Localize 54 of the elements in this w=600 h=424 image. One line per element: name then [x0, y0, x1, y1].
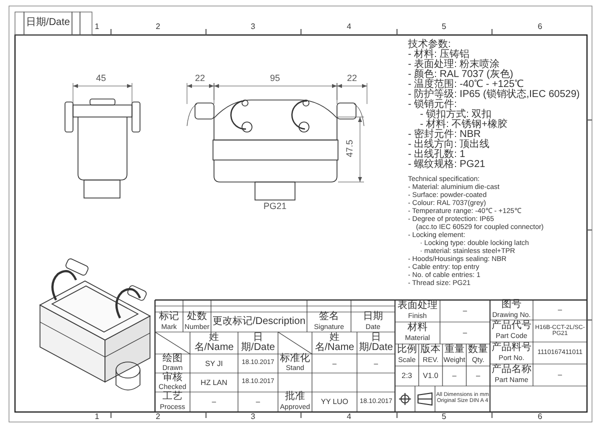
grid-reference-number: 5: [440, 412, 448, 422]
specification-line: - 出线方向: 顶出线: [408, 140, 490, 150]
field-label: 产品代号: [490, 320, 532, 332]
field-label: 批准: [284, 392, 306, 403]
field-label: 重量: [443, 344, 466, 356]
grid-reference-number: 4: [346, 412, 352, 422]
specification-heading: 技术参数:: [408, 40, 451, 50]
dimension-value: 22: [194, 73, 206, 84]
field-label: 签名: [318, 312, 340, 323]
specification-line: - 表面处理: 粉末喷涂: [408, 60, 500, 70]
dimension-value: 45: [94, 73, 107, 84]
field-label: 版本: [420, 344, 442, 356]
field-label: 更改标记/Description: [212, 314, 306, 329]
field-label: 审核: [162, 373, 184, 384]
specification-line: - 密封元件: NBR: [408, 130, 481, 140]
grid-reference-number: 3: [250, 22, 256, 32]
column-header: 日期/Date: [25, 16, 71, 30]
field-label: 姓名/Name: [314, 332, 356, 354]
grid-reference-number: 2: [154, 412, 162, 422]
field-label: 标记: [158, 312, 180, 323]
grid-reference-number: 6: [536, 412, 544, 422]
specification-line: - 材料: 压铸铝: [408, 50, 470, 60]
field-label: 处数: [186, 312, 208, 323]
field-label: 产品名称: [490, 364, 532, 376]
specification-line: - 材料: 不锈钢+橡胶: [420, 120, 508, 130]
thread-size-label: PG21: [262, 202, 288, 212]
grid-reference-number: 6: [536, 22, 544, 32]
specification-line: - 温度范围: -40℃ - +125℃: [408, 80, 524, 90]
field-label: 日期/Date: [240, 332, 276, 354]
specification-line: - 锁扣方式: 双扣: [419, 110, 492, 120]
field-label: 标准化: [279, 354, 311, 364]
dimension-value: 47.5: [344, 138, 356, 160]
field-label: 材料: [406, 322, 428, 334]
field-label: 日期/Date: [358, 332, 394, 354]
grid-reference-number: 5: [440, 22, 448, 32]
specification-line: - 防护等级: IP65 (锁销状态,IEC 60529): [408, 90, 580, 100]
field-label: 产品料号: [490, 342, 532, 354]
field-label: 日期: [362, 312, 384, 323]
field-label: 绘图: [162, 354, 184, 365]
specification-line: - 螺纹规格: PG21: [408, 160, 486, 170]
specification-line: - 锁销元件:: [408, 100, 457, 110]
specification-line: - 颜色: RAL 7037 (灰色): [408, 70, 514, 80]
grid-reference-number: 4: [346, 22, 352, 32]
grid-reference-number: 1: [94, 22, 100, 32]
field-label: 姓名/Name: [193, 332, 235, 354]
field-label: 工艺: [162, 392, 184, 403]
field-label: 数量: [467, 344, 490, 356]
dimension-value: 22: [346, 73, 358, 84]
field-label: 比例: [396, 344, 418, 356]
specification-line: - 出线孔数: 1: [408, 150, 466, 160]
grid-reference-number: 1: [94, 412, 100, 422]
grid-reference-number: 2: [154, 22, 162, 32]
grid-reference-number: 3: [250, 412, 256, 422]
dimension-value: 95: [268, 73, 281, 84]
